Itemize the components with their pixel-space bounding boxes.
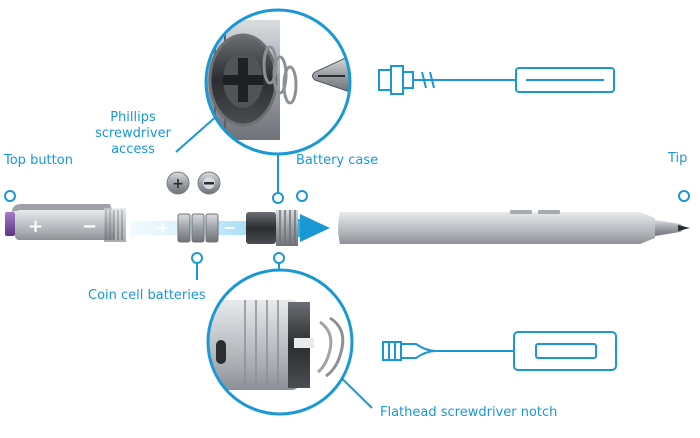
phillips-label-line-1: Phillips — [110, 110, 156, 125]
battery-case-dot — [296, 190, 308, 202]
battery-case — [246, 210, 298, 246]
exploded-pen: + − + − — [5, 204, 690, 246]
top-button-label: Top button — [4, 153, 73, 168]
flathead-screwdriver-icon — [382, 331, 617, 371]
coin-cell-minus-icon — [197, 171, 221, 195]
svg-text:+: + — [172, 176, 184, 192]
svg-text:+: + — [156, 218, 169, 237]
phillips-label-line-3: access — [111, 142, 155, 157]
phillips-screwdriver-icon — [378, 65, 615, 95]
top-button — [5, 212, 15, 236]
coin-cell-dot — [191, 252, 203, 264]
phillips-label: Phillips screwdriver access — [91, 110, 175, 158]
coin-cell-plus-icon: + — [166, 171, 190, 195]
phillips-label-line-2: screwdriver — [95, 126, 171, 141]
battery-case-label: Battery case — [296, 153, 379, 168]
tip-label: Tip — [668, 151, 688, 166]
battery-lower-dot — [273, 252, 285, 264]
coin-cell-label: Coin cell batteries — [88, 288, 206, 303]
svg-text:−: − — [82, 216, 97, 237]
tip-dot — [678, 190, 690, 202]
svg-text:−: − — [223, 218, 236, 237]
flathead-magnifier — [206, 268, 354, 416]
direction-arrow — [300, 214, 330, 242]
phillips-access-dot — [272, 192, 284, 204]
top-button-dot — [4, 190, 16, 202]
coin-cell-stack — [177, 213, 219, 243]
phillips-magnifier — [204, 8, 352, 156]
svg-text:+: + — [28, 216, 43, 237]
flathead-notch-label: Flathead screwdriver notch — [380, 405, 558, 420]
pen-tip — [655, 220, 684, 236]
pen-barrel — [338, 212, 655, 244]
